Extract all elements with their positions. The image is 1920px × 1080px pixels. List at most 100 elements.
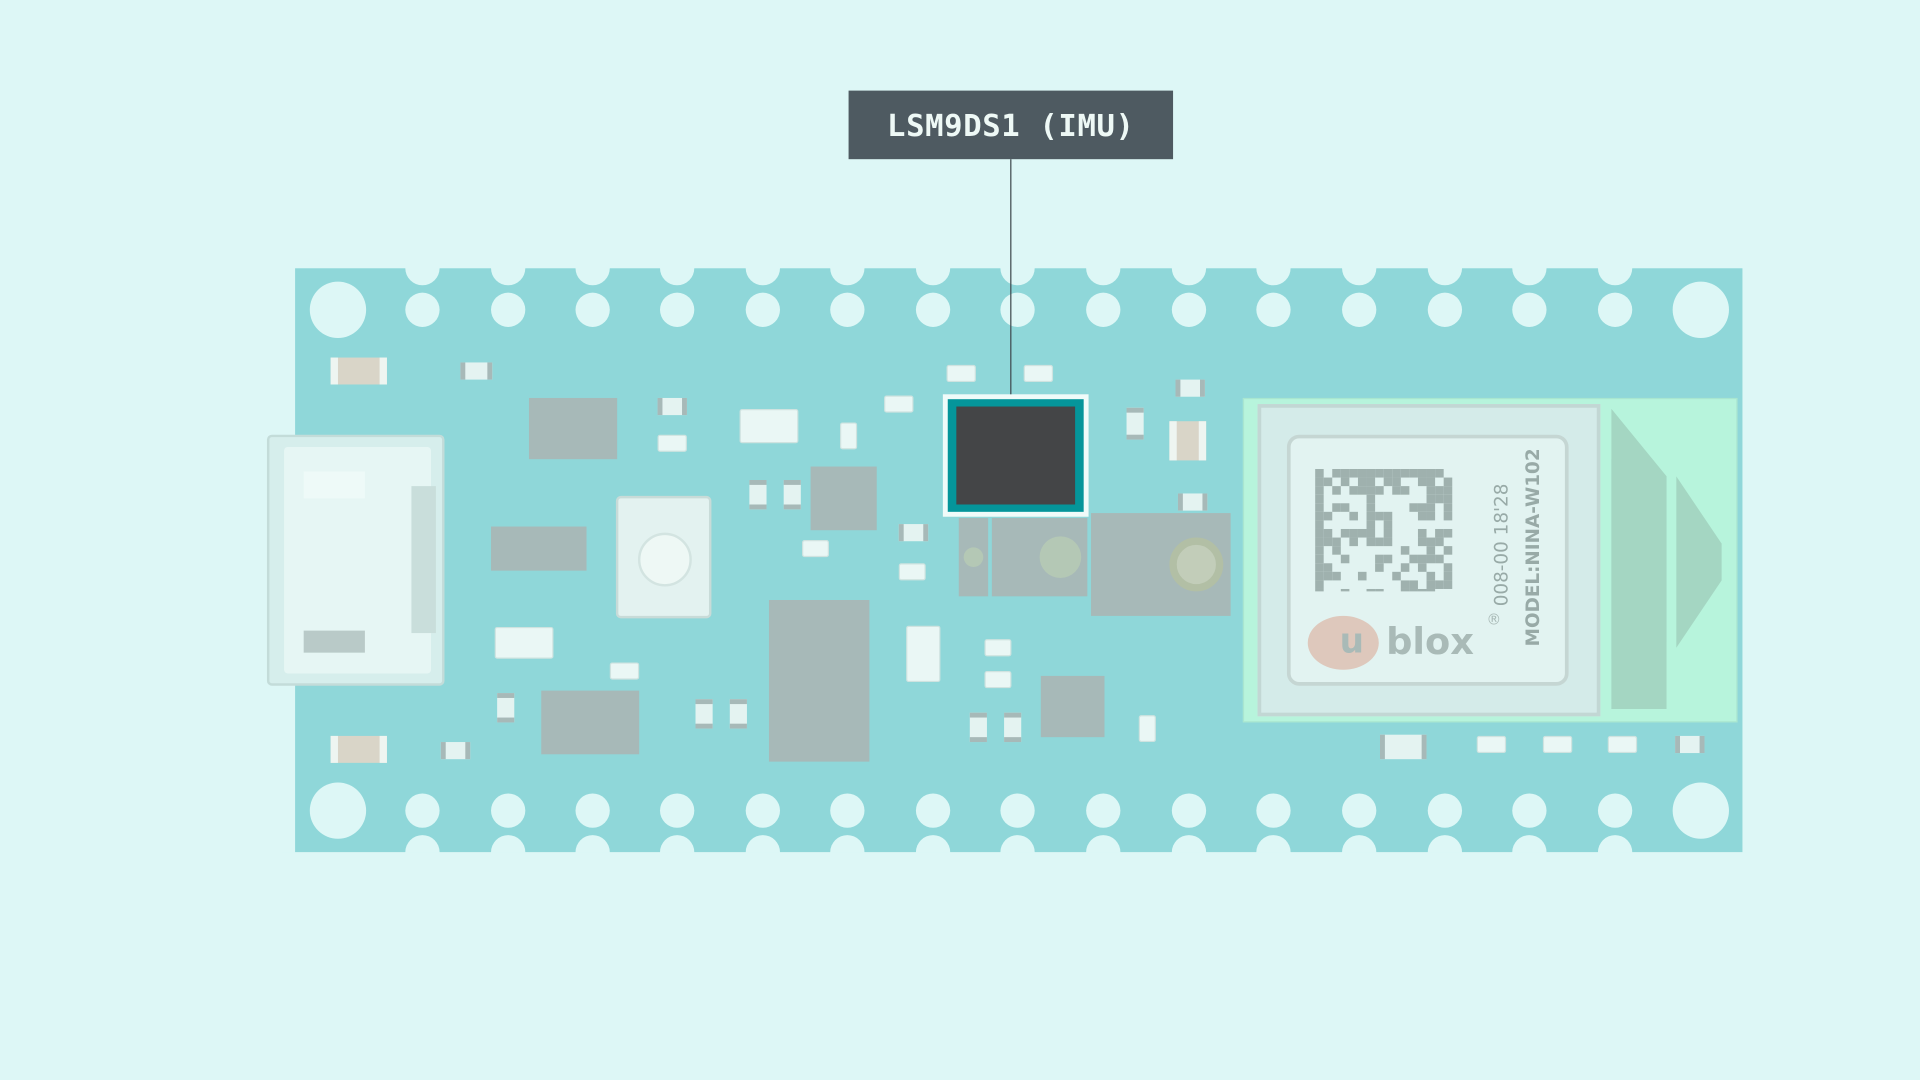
datamatrix-cell — [1315, 511, 1324, 521]
datamatrix-cell — [1417, 477, 1427, 487]
datamatrix-cell — [1366, 520, 1376, 529]
pin-hole — [1086, 793, 1121, 828]
datamatrix-cell — [1366, 486, 1376, 495]
resistor — [1177, 493, 1208, 511]
datamatrix-cell — [1315, 563, 1324, 572]
callout-leader-line — [1010, 159, 1012, 395]
microphone — [1091, 513, 1231, 616]
callout-label-text: LSM9DS1 (IMU) — [887, 107, 1135, 143]
datamatrix-cell — [1357, 528, 1367, 538]
pin-hole — [1086, 292, 1121, 327]
datamatrix-cell — [1332, 537, 1341, 547]
pin-hole — [745, 292, 781, 327]
pin-hole — [405, 793, 440, 828]
datamatrix-cell — [1340, 528, 1350, 538]
datamatrix-cell — [1332, 546, 1341, 555]
pin-hole — [1342, 292, 1377, 327]
ic-chip — [810, 466, 877, 531]
datamatrix-cell — [1340, 477, 1350, 487]
pin-hole — [1427, 292, 1463, 327]
pin-hole — [405, 292, 440, 327]
datamatrix-cell — [1323, 571, 1333, 581]
datamatrix-cell — [1315, 537, 1324, 547]
datamatrix-cell — [1426, 588, 1436, 592]
datamatrix-cell — [1315, 528, 1324, 538]
datamatrix-cell — [1383, 477, 1393, 487]
capacitor — [946, 364, 976, 383]
datamatrix-cell — [1443, 503, 1453, 512]
resistor — [969, 712, 987, 743]
capacitor — [1138, 715, 1156, 743]
led — [1169, 421, 1207, 461]
datamatrix-cell — [1366, 511, 1376, 521]
ic-chip — [528, 397, 618, 460]
datamatrix-cell — [1443, 511, 1453, 521]
datamatrix-cell — [1435, 494, 1444, 504]
pin-hole — [1597, 292, 1633, 327]
capacitor — [739, 408, 799, 444]
datamatrix-cell — [1366, 503, 1376, 512]
pin-hole — [1000, 292, 1035, 327]
pin-hole — [491, 793, 526, 828]
datamatrix-cell — [1383, 537, 1393, 547]
datamatrix-cell — [1426, 468, 1436, 478]
datamatrix-cell — [1349, 537, 1358, 547]
pin-hole — [575, 793, 610, 828]
pin-hole — [915, 292, 951, 327]
datamatrix-cell — [1340, 468, 1350, 478]
capacitor — [1476, 735, 1507, 754]
datamatrix-cell — [1417, 528, 1427, 538]
datamatrix-cell — [1400, 588, 1410, 592]
datamatrix-cell — [1375, 537, 1384, 547]
pin-hole — [491, 292, 526, 327]
capacitor — [609, 662, 640, 680]
board-edge — [281, 244, 1752, 269]
datamatrix-cell — [1332, 468, 1341, 478]
datamatrix-cell — [1357, 477, 1367, 487]
datamatrix-cell — [1357, 486, 1367, 495]
datamatrix-cell — [1417, 563, 1427, 572]
pin-hole — [660, 793, 695, 828]
datamatrix-cell — [1409, 554, 1418, 564]
datamatrix-cell — [1323, 563, 1333, 572]
datamatrix-cell — [1375, 511, 1384, 521]
datamatrix-cell — [1357, 468, 1367, 478]
datamatrix-cell — [1435, 537, 1444, 547]
board-edge — [281, 852, 1752, 877]
datamatrix-cell — [1435, 468, 1444, 478]
capacitor — [898, 563, 926, 581]
datamatrix-cell — [1409, 580, 1418, 589]
ublox-logo: u blox ® — [1307, 611, 1516, 677]
pin-hole — [660, 292, 695, 327]
datamatrix-cell — [1315, 477, 1324, 487]
datamatrix-cell — [1315, 554, 1324, 564]
datamatrix-cell — [1426, 537, 1436, 547]
pin-hole — [309, 281, 367, 338]
resistor — [330, 357, 387, 385]
datamatrix-cell — [1426, 494, 1436, 504]
datamatrix-cell — [1435, 528, 1444, 538]
pin-hole — [1171, 292, 1207, 327]
datamatrix-cell — [1417, 537, 1427, 547]
capacitor — [460, 362, 493, 380]
datamatrix-cell — [1323, 528, 1333, 538]
datamatrix-cell — [1366, 468, 1376, 478]
brand-prefix: u — [1339, 620, 1365, 662]
resistor — [1675, 735, 1705, 754]
resistor — [1380, 734, 1427, 760]
usb-connector — [266, 434, 445, 686]
datamatrix-cell — [1426, 503, 1436, 512]
datamatrix-cell — [1443, 571, 1453, 581]
sensor-pad — [991, 517, 1088, 597]
datamatrix-cell — [1375, 554, 1384, 564]
pin-hole — [1672, 782, 1729, 839]
imu-chip-highlight — [942, 394, 1089, 517]
datamatrix-cell — [1323, 477, 1333, 487]
datamatrix-cell — [1383, 520, 1393, 529]
datamatrix-cell — [1443, 486, 1453, 495]
sensor-pad — [958, 517, 989, 597]
datamatrix-cell — [1400, 468, 1410, 478]
datamatrix-cell — [1383, 468, 1393, 478]
pin-hole — [1672, 281, 1729, 338]
